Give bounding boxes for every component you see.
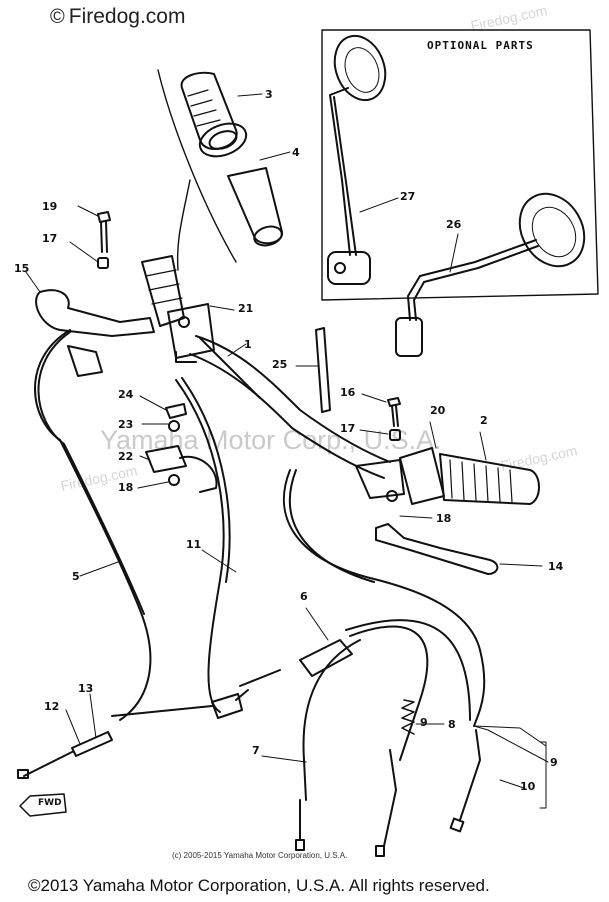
optional-parts-label: OPTIONAL PARTS	[427, 39, 534, 52]
clutch-lever-15	[35, 289, 155, 377]
callout-20: 20	[430, 404, 446, 417]
bolt-16	[387, 397, 401, 427]
callout-25: 25	[272, 358, 288, 371]
nut-17-right	[389, 429, 401, 441]
fwd-arrow	[19, 793, 67, 817]
bolt-19	[97, 211, 111, 253]
cable-adjuster	[17, 731, 113, 779]
callout-26: 26	[446, 218, 462, 231]
firedog-watermark-text: Firedog.com	[68, 5, 186, 28]
throttle-junction	[299, 639, 353, 677]
callout-10: 10	[520, 780, 536, 793]
firedog-watermark: ©Firedog.com	[50, 5, 185, 29]
callout-2: 2	[480, 414, 488, 427]
throttle-tube-4	[227, 167, 283, 247]
footer-copyright: ©2013 Yamaha Motor Corporation, U.S.A. A…	[28, 876, 490, 895]
switch-parts-left	[145, 403, 218, 493]
cable-5	[34, 329, 152, 721]
callout-16: 16	[340, 386, 356, 399]
callout-18-left: 18	[118, 481, 134, 494]
callout-21: 21	[238, 302, 254, 315]
cable-8	[349, 625, 429, 761]
cable-11	[175, 379, 225, 713]
fwd-label: FWD	[38, 798, 62, 808]
callout-24: 24	[118, 388, 134, 401]
cable-end-9-spring	[401, 699, 415, 735]
grip-3	[180, 71, 248, 158]
callout-9-spring: 9	[420, 716, 428, 729]
callout-3: 3	[265, 88, 273, 101]
callout-14: 14	[548, 560, 564, 573]
callout-5: 5	[72, 570, 80, 583]
cable-6	[282, 469, 486, 727]
callout-6: 6	[300, 590, 308, 603]
callout-22: 22	[118, 450, 134, 463]
cable-7	[302, 639, 361, 801]
left-grip-assembly	[141, 255, 215, 363]
callout-18-right: 18	[436, 512, 452, 525]
callout-8: 8	[448, 718, 456, 731]
callout-15: 15	[14, 262, 30, 275]
diagram-copyright: (c) 2005-2015 Yamaha Motor Corporation, …	[172, 851, 348, 860]
mirror-27	[327, 34, 387, 285]
callout-11: 11	[186, 538, 202, 551]
callout-9: 9	[550, 756, 558, 769]
nut-17-left	[97, 257, 109, 269]
callout-19: 19	[42, 200, 58, 213]
optional-parts-box	[321, 29, 599, 301]
brake-lever-14	[375, 523, 499, 575]
callout-7: 7	[252, 744, 260, 757]
callout-17-right: 17	[340, 422, 356, 435]
copyright-symbol: ©	[50, 6, 65, 28]
right-grip-assembly	[355, 447, 540, 505]
leader-lines	[25, 93, 549, 809]
callout-4: 4	[292, 146, 300, 159]
cable-band-25	[315, 327, 331, 413]
handlebar-1	[189, 335, 391, 479]
callout-27: 27	[400, 190, 416, 203]
callout-1: 1	[244, 338, 252, 351]
callout-13: 13	[78, 682, 94, 695]
callout-17-left: 17	[42, 232, 58, 245]
mirror-26	[395, 192, 586, 357]
callout-12: 12	[44, 700, 60, 713]
callout-23: 23	[118, 418, 134, 431]
